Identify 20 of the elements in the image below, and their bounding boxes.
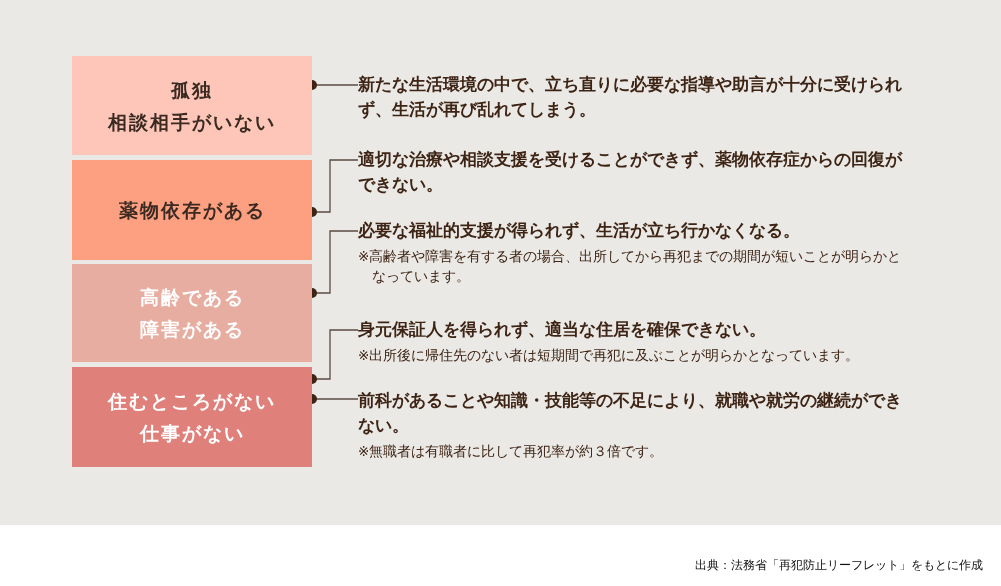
consequence-text: 必要な福祉的支援が得られず、生活が立ち行かなくなる。 (358, 219, 801, 242)
consequence-text: 身元保証人を得られず、適当な住居を確保できない。 (358, 318, 767, 341)
consequence-text: 適切な治療や相談支援を受けることができず、薬物依存症からの回復ができない。 (358, 148, 903, 196)
consequence-text: 新たな生活環境の中で、立ち直りに必要な指導や助言が十分に受けられず、生活が再び乱れてしまう。 (358, 73, 903, 121)
footnote-text: ※高齢者や障害を有する者の場合、出所してから再犯までの期間が短いことが明らかとなっています。 (358, 247, 903, 286)
category-box (72, 367, 312, 467)
consequence-text: 前科があることや知識・技能等の不足により、就職や就労の継続ができない。 (358, 389, 903, 437)
source-caption: 出典：法務省「再犯防止リーフレット」をもとに作成 (695, 557, 983, 574)
category-label: 孤独 (171, 77, 213, 103)
footnote-text: ※出所後に帰住先のない者は短期間で再犯に及ぶことが明らかとなっています。 (358, 346, 861, 365)
category-label: 薬物依存がある (118, 198, 266, 223)
category-box (72, 264, 312, 362)
category-label: 相談相手がいない (108, 109, 276, 135)
category-label: 高齢である (139, 285, 245, 310)
category-label: 仕事がない (139, 421, 245, 446)
category-label: 住むところがない (108, 389, 276, 414)
category-box (72, 56, 312, 155)
footnote-text: ※無職者は有職者に比して再犯率が約３倍です。 (358, 442, 665, 461)
category-box (72, 160, 312, 260)
category-label: 障害がある (139, 317, 245, 342)
